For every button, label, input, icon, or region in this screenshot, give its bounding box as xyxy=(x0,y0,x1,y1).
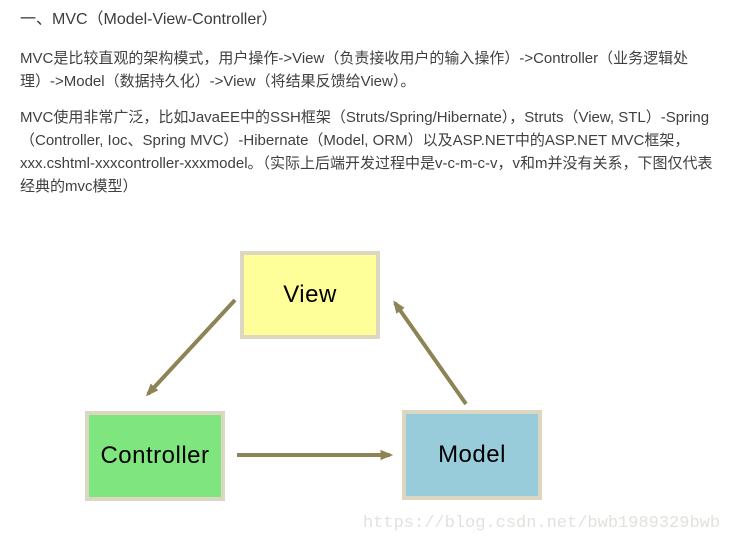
diagram-node-controller-label: Controller xyxy=(100,442,210,469)
paragraph-mvc-usage: MVC使用非常广泛，比如JavaEE中的SSH框架（Struts/Spring/… xyxy=(20,109,713,195)
diagram-node-controller: Controller xyxy=(85,411,225,501)
diagram-node-model-label: Model xyxy=(438,441,506,468)
paragraph-mvc-intro: MVC是比较直观的架构模式，用户操作->View（负责接收用户的输入操作）->C… xyxy=(20,50,689,90)
page-title: 一、MVC（Model-View-Controller） xyxy=(20,11,278,28)
article-body: 一、MVC（Model-View-Controller） MVC是比较直观的架构… xyxy=(20,10,720,211)
diagram-node-view: View xyxy=(240,251,380,339)
arrow-model-to-view xyxy=(393,300,468,406)
arrow-view-to-controller xyxy=(145,298,237,397)
csdn-watermark: https://blog.csdn.net/bwb1989329bwb xyxy=(363,514,721,533)
diagram-node-model: Model xyxy=(402,410,542,500)
diagram-node-view-label: View xyxy=(283,281,337,308)
